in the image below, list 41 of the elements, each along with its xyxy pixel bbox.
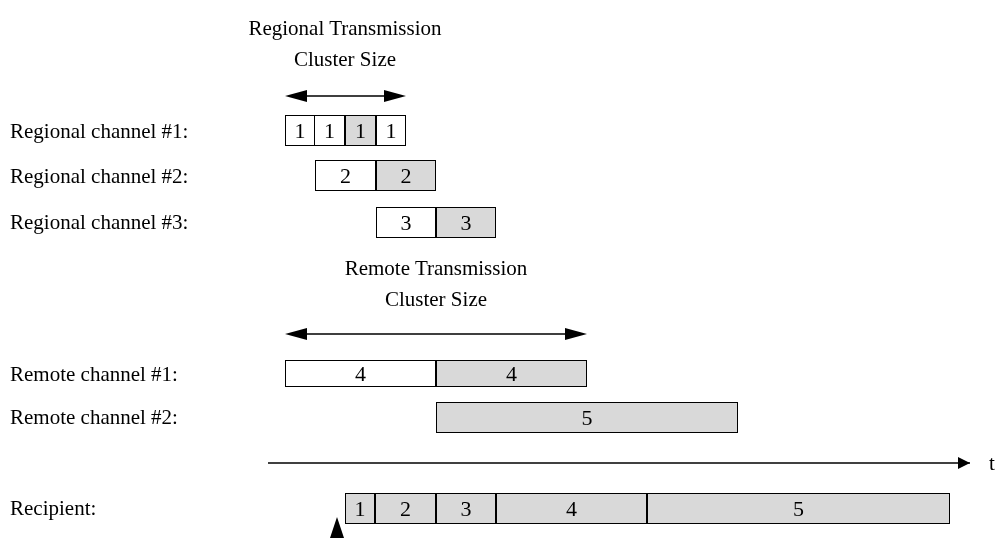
time-slot bbox=[376, 115, 406, 146]
time-slot bbox=[436, 493, 496, 524]
row-label: Regional channel #1: bbox=[10, 118, 189, 145]
time-slot bbox=[436, 207, 496, 238]
row-label: Regional channel #2: bbox=[10, 163, 189, 190]
axis-label: t bbox=[989, 450, 995, 477]
row-label: Remote channel #2: bbox=[10, 404, 178, 431]
axis-title: Regional Transmission Cluster Size bbox=[247, 15, 443, 73]
time-slot bbox=[285, 115, 315, 146]
time-slot bbox=[285, 360, 436, 387]
slot-number: 5 bbox=[581, 406, 593, 429]
slot-number: 2 bbox=[340, 164, 351, 187]
time-slot bbox=[376, 207, 436, 238]
time-slot bbox=[345, 115, 376, 146]
time-slot bbox=[315, 160, 376, 191]
time-slot bbox=[345, 493, 375, 524]
slot-number: 3 bbox=[400, 211, 412, 234]
slot-number: 1 bbox=[294, 119, 306, 142]
time-slot bbox=[436, 360, 587, 387]
time-slot bbox=[314, 115, 345, 146]
row-label: Recipient: bbox=[10, 495, 97, 522]
time-slot bbox=[375, 493, 436, 524]
axis-title: Remote Transmission Cluster Size bbox=[343, 255, 529, 313]
time-slot bbox=[496, 493, 647, 524]
slot-number: 2 bbox=[400, 497, 411, 520]
slot-number: 1 bbox=[324, 119, 335, 142]
time-slot bbox=[436, 402, 738, 433]
slot-number: 1 bbox=[385, 119, 397, 142]
slot-number: 4 bbox=[506, 362, 517, 385]
time-slot bbox=[376, 160, 436, 191]
slot-number: 2 bbox=[400, 164, 412, 187]
slot-number: 5 bbox=[793, 497, 804, 520]
slot-number: 1 bbox=[354, 497, 366, 520]
slot-number: 3 bbox=[460, 497, 472, 520]
slot-number: 1 bbox=[355, 119, 366, 142]
slot-number: 4 bbox=[355, 362, 366, 385]
slot-number: 3 bbox=[460, 211, 472, 234]
row-label: Regional channel #3: bbox=[10, 209, 189, 236]
time-slot bbox=[647, 493, 950, 524]
row-label: Remote channel #1: bbox=[10, 361, 178, 388]
slot-number: 4 bbox=[566, 497, 577, 520]
